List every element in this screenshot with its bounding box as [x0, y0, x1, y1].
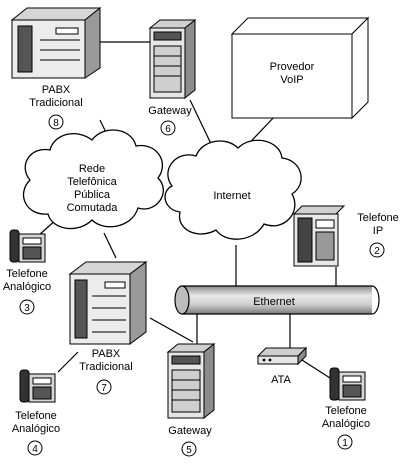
link-gateway6-internet	[189, 99, 215, 151]
server-icon	[230, 16, 370, 120]
connection-lines	[37, 41, 337, 379]
ata: ATA	[256, 346, 308, 386]
number-circle-icon	[160, 120, 176, 136]
telefone-analogico-1: Telefone Analógico 1	[322, 367, 370, 450]
tel4-line2: Analógico	[12, 423, 60, 435]
ipphone-line2: IP	[373, 225, 383, 237]
tel4-line1: Telefone	[15, 410, 57, 422]
pabx-7: PABX Tradicional 7	[68, 261, 148, 395]
ethernet-label: Ethernet	[253, 296, 295, 308]
gateway6-label: Gateway	[148, 105, 192, 117]
rede-line4: Comutada	[67, 202, 119, 214]
provedor-voip: Provedor VoIP	[230, 16, 370, 120]
link-rede-pabx7	[103, 232, 117, 259]
gateway-icon	[166, 342, 216, 420]
number-circle-icon	[48, 114, 64, 130]
ethernet-bus: Ethernet	[174, 285, 380, 315]
pabx-icon	[10, 6, 102, 79]
pabx7-line1: PABX	[92, 348, 121, 360]
ipphone-num: 2	[374, 246, 380, 257]
analog-phone-icon	[19, 369, 56, 403]
pabx7-line2: Tradicional	[79, 361, 132, 373]
rede-line2: Telefônica	[67, 176, 117, 188]
gateway-6: Gateway 6	[148, 18, 197, 136]
pabx8-num: 8	[53, 118, 59, 129]
gateway-5: Gateway 5	[166, 342, 216, 457]
link-pabx7-gateway5	[149, 317, 194, 343]
tel3-line2: Analógico	[3, 281, 51, 293]
link-tel4-pabx7	[57, 351, 79, 373]
tel4-num: 4	[32, 444, 38, 455]
tel3-num: 3	[24, 303, 30, 314]
link-ata-tel1	[301, 359, 331, 379]
rede-line1: Rede	[79, 163, 105, 175]
internet-label: Internet	[213, 190, 250, 202]
tel1-line1: Telefone	[325, 405, 367, 417]
telefone-analogico-4: Telefone Analógico 4	[12, 369, 60, 456]
telefone-ip: Telefone IP 2	[292, 205, 399, 267]
tel1-line2: Analógico	[322, 418, 370, 430]
tel1-num: 1	[342, 438, 348, 449]
pabx7-num: 7	[101, 383, 107, 394]
analog-phone-icon	[9, 229, 46, 263]
analog-phone-icon	[329, 367, 366, 401]
gateway5-num: 5	[186, 445, 192, 456]
pabx8-line2: Tradicional	[29, 97, 82, 109]
pabx-8: PABX Tradicional 8	[10, 6, 102, 130]
ata-label: ATA	[271, 374, 291, 386]
provedor-line2: VoIP	[280, 74, 303, 86]
telefone-analogico-3: Telefone Analógico 3	[3, 229, 51, 315]
cloud-icon	[164, 139, 302, 240]
gateway6-num: 6	[165, 124, 171, 135]
number-circle-icon	[369, 242, 385, 258]
ata-icon	[256, 346, 308, 366]
ip-phone-icon	[292, 205, 346, 267]
tel3-line1: Telefone	[6, 268, 48, 280]
number-circle-icon	[181, 441, 197, 457]
gateway5-label: Gateway	[168, 425, 212, 437]
number-circle-icon	[27, 440, 43, 456]
ethernet-bus-icon	[174, 285, 380, 315]
internet: Internet	[164, 139, 302, 240]
number-circle-icon	[337, 434, 353, 450]
number-circle-icon	[96, 379, 112, 395]
rede-line3: Pública	[74, 189, 111, 201]
rede-telefonica-publica: Rede Telefônica Pública Comutada	[22, 129, 164, 230]
ipphone-line1: Telefone	[357, 212, 399, 224]
number-circle-icon	[19, 299, 35, 315]
pabx8-line1: PABX	[42, 84, 71, 96]
provedor-line1: Provedor	[270, 61, 315, 73]
cloud-icon	[22, 129, 164, 230]
pabx-icon	[68, 261, 148, 345]
gateway-icon	[148, 18, 197, 100]
